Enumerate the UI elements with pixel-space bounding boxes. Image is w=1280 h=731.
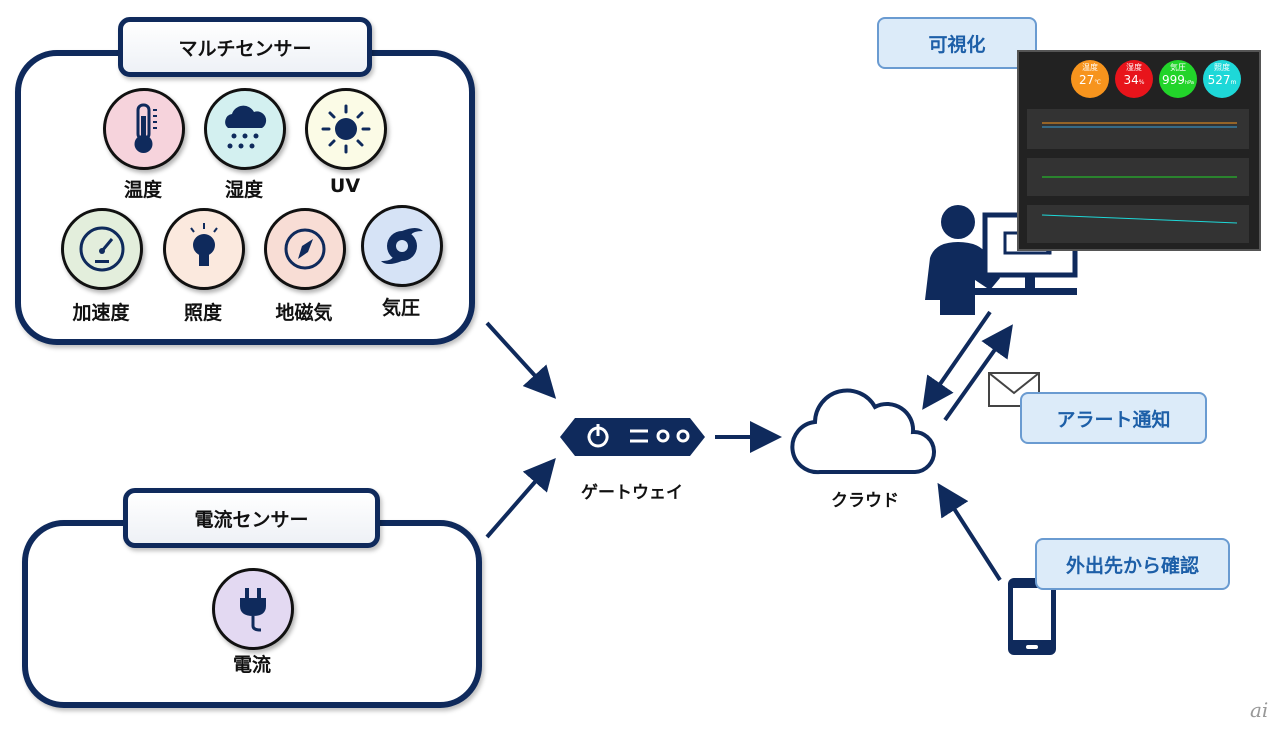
chart-panel-3 [1027, 205, 1249, 243]
arrow-multisensor-to-gateway [485, 321, 557, 399]
cloud-icon [790, 388, 937, 475]
chart-panel-1 [1027, 109, 1249, 149]
label-humidity: 湿度 [224, 179, 264, 201]
smartphone-icon [1008, 578, 1056, 655]
ai-watermark-logo: ai [1250, 698, 1269, 722]
label-air-pressure: 気圧 [381, 297, 421, 319]
chart-panel-2 [1027, 158, 1249, 196]
label-current: 電流 [232, 654, 272, 676]
thermometer-icon [103, 88, 185, 170]
visualization-label: 可視化 [877, 17, 1037, 69]
label-acceleration: 加速度 [72, 302, 130, 324]
envelope-icon [988, 372, 1040, 407]
gateway-device-icon [560, 418, 705, 456]
arrow-current-to-gateway [485, 457, 556, 539]
arrow-phone-to-cloud [937, 482, 1002, 582]
speedometer-icon [61, 208, 143, 290]
rain-cloud-icon [204, 88, 286, 170]
arrow-cloud-to-pc [943, 324, 1013, 422]
current-sensor-title: 電流センサー [123, 488, 380, 548]
plug-icon [212, 568, 294, 650]
label-temperature: 温度 [123, 179, 163, 201]
remote-check-label: 外出先から確認 [1035, 538, 1230, 590]
sun-icon [305, 88, 387, 170]
label-uv: UV [329, 175, 361, 197]
label-geomagnetism: 地磁気 [275, 302, 333, 324]
light-bulb-icon [163, 208, 245, 290]
alert-notification-label: アラート通知 [1020, 392, 1207, 444]
typhoon-icon [361, 205, 443, 287]
gateway-label: ゲートウェイ [581, 483, 683, 503]
multi-sensor-title: マルチセンサー [118, 17, 372, 77]
arrow-pc-to-cloud [922, 310, 992, 410]
compass-icon [264, 208, 346, 290]
cloud-label: クラウド [831, 491, 899, 511]
label-illuminance: 照度 [183, 302, 223, 324]
